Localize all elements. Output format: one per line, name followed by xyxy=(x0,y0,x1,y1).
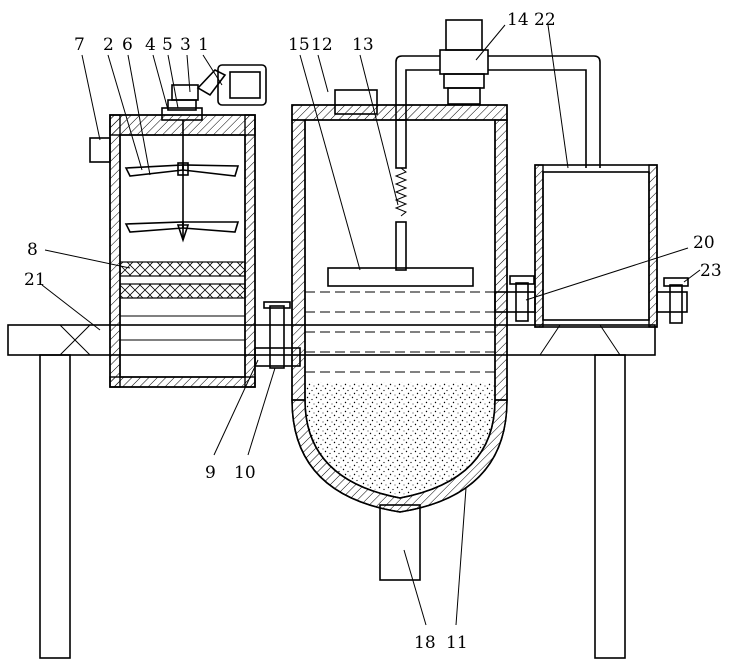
label-23: 23 xyxy=(700,261,722,281)
label-14: 14 xyxy=(507,10,529,30)
mixer-motor xyxy=(217,64,267,106)
label-21: 21 xyxy=(24,270,46,290)
outlet-pipe xyxy=(656,291,688,313)
collection-tank xyxy=(494,164,689,328)
mixing-tank xyxy=(89,64,301,388)
label-1: 1 xyxy=(198,35,209,55)
connecting-valve xyxy=(515,282,529,322)
outlet-valve xyxy=(669,284,683,324)
label-3: 3 xyxy=(180,35,191,55)
pump-motor xyxy=(445,19,483,51)
label-10: 10 xyxy=(234,463,256,483)
vessel-inlet xyxy=(334,89,378,115)
connecting-pipe xyxy=(494,291,536,313)
gearbox xyxy=(171,84,199,101)
label-7: 7 xyxy=(74,35,85,55)
filter-layer-upper xyxy=(119,261,246,277)
support-table xyxy=(7,324,656,659)
spring xyxy=(394,167,408,217)
label-13: 13 xyxy=(352,35,374,55)
label-22: 22 xyxy=(534,10,556,30)
label-4: 4 xyxy=(145,35,156,55)
label-8: 8 xyxy=(27,240,38,260)
label-15: 15 xyxy=(288,35,310,55)
label-11: 11 xyxy=(446,633,468,653)
settling-vessel xyxy=(291,89,508,581)
label-12: 12 xyxy=(311,35,333,55)
label-2: 2 xyxy=(103,35,114,55)
filter-layer-lower xyxy=(119,283,246,299)
liquid-level xyxy=(305,291,495,373)
label-6: 6 xyxy=(122,35,133,55)
drain-pipe xyxy=(379,504,421,581)
inlet-pipe xyxy=(89,137,111,163)
label-9: 9 xyxy=(205,463,216,483)
label-18: 18 xyxy=(414,633,436,653)
press-plate xyxy=(327,267,474,287)
label-20: 20 xyxy=(693,233,715,253)
transfer-valve xyxy=(269,305,285,369)
reference-labels: 1 2 3 4 5 6 7 8 9 10 11 12 13 14 15 18 2… xyxy=(24,10,722,653)
label-5: 5 xyxy=(162,35,173,55)
bearing-block xyxy=(161,107,203,121)
pump-assembly xyxy=(395,19,601,168)
leader-lines xyxy=(41,24,701,626)
